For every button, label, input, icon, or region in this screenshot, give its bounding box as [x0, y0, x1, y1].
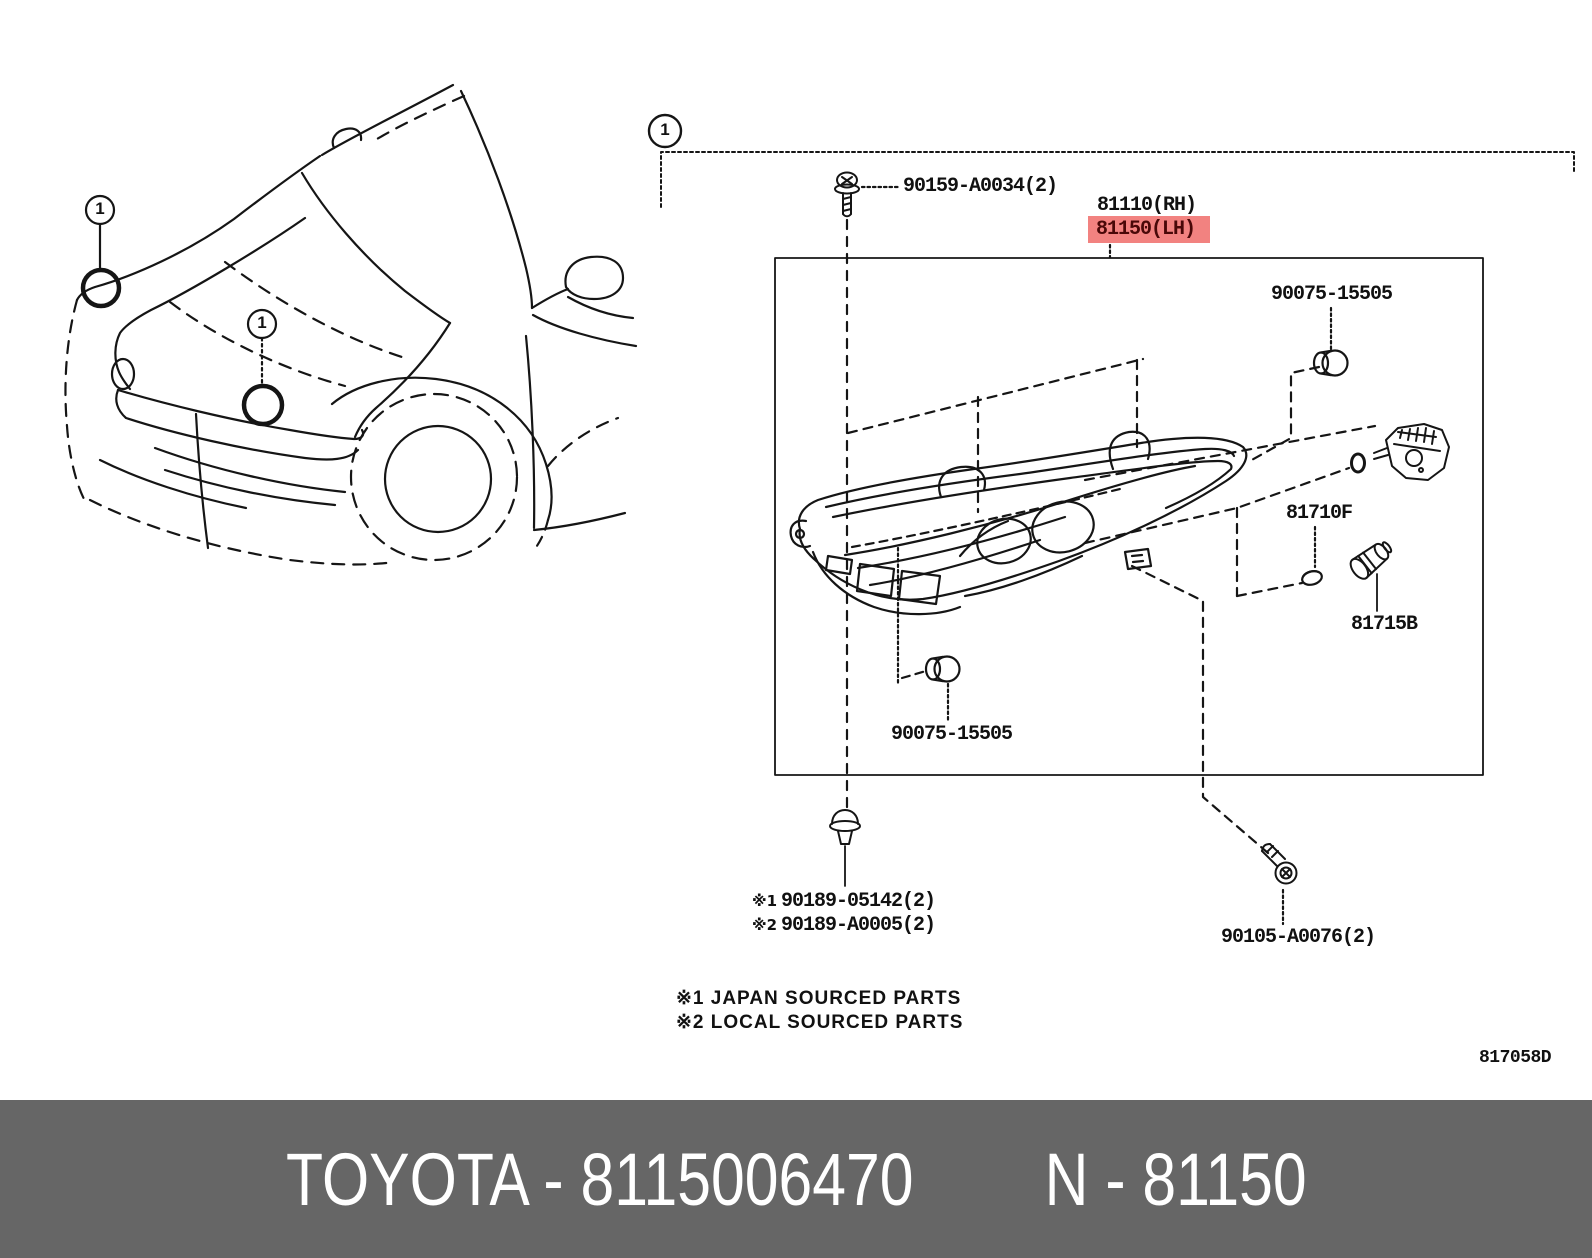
part-label-90189-2[interactable]: ※2 90189-A0005(2) [752, 914, 936, 937]
grommet-icon-top [1312, 349, 1349, 377]
screw-icon-90159 [834, 171, 860, 218]
fog-lamp-icon [110, 357, 136, 391]
diagram-code: 817058D [1479, 1048, 1552, 1068]
clip-icon [829, 809, 861, 845]
callout-number: 1 [257, 313, 267, 333]
part-label-81110-rh[interactable]: 81110(RH) [1097, 194, 1197, 217]
parts-box [774, 257, 1484, 776]
footer-part-number: TOYOTA - 8115006470 [285, 1137, 914, 1221]
bulb-cap-icon [1301, 570, 1323, 586]
mounting-tab-icon [938, 465, 986, 499]
part-label-81710f[interactable]: 81710F [1286, 502, 1353, 525]
grommet-icon-bottom [924, 655, 961, 683]
side-mirror-icon [564, 255, 625, 301]
footer-figure-number: N - 81150 [1044, 1137, 1307, 1221]
group-bracket [660, 151, 1575, 208]
bolt-icon-90105 [1261, 843, 1298, 885]
part-label-90159[interactable]: 90159-A0034(2) [903, 175, 1058, 198]
headlamp-drawing [789, 430, 1248, 616]
mounting-tab-icon [789, 519, 812, 549]
exploded-diagram [647, 113, 1575, 926]
bulb-socket-icon [1349, 541, 1393, 580]
part-label-81150-lh[interactable]: 81150(LH) [1096, 218, 1196, 241]
footnote-japan-sourced: ※1 JAPAN SOURCED PARTS [676, 988, 962, 1009]
ref-mark: ※2 [752, 916, 778, 934]
headlamp-location-ring-1 [80, 267, 122, 309]
part-label-90189-1[interactable]: ※1 90189-05142(2) [752, 890, 936, 913]
ref-mark: ※1 [752, 892, 778, 910]
footnote-local-sourced: ※2 LOCAL SOURCED PARTS [676, 1012, 964, 1033]
callout-circle-1c [647, 113, 683, 149]
callout-number: 1 [95, 199, 105, 219]
antenna-fin-icon [331, 127, 363, 150]
projector-lens-icon [1031, 500, 1095, 554]
part-label-90075-bottom[interactable]: 90075-15505 [891, 723, 1013, 746]
o-ring-icon [1350, 452, 1366, 474]
part-label-90075-top[interactable]: 90075-15505 [1271, 283, 1393, 306]
connector-icon [1373, 423, 1450, 481]
part-label-90105[interactable]: 90105-A0076(2) [1221, 926, 1376, 949]
front-wheel-icon [349, 392, 519, 562]
selected-part-highlight [1088, 216, 1210, 243]
mounting-tab-icon [1108, 430, 1151, 471]
callout-number: 1 [660, 120, 670, 140]
headlamp-location-ring-2 [241, 383, 285, 427]
part-label-81715b[interactable]: 81715B [1351, 613, 1418, 636]
projector-lens-icon [976, 517, 1032, 565]
car-drawing [64, 83, 638, 566]
mounting-bracket-icon [1123, 547, 1153, 571]
footer-bar: TOYOTA - 8115006470 N - 81150 [0, 1100, 1592, 1258]
